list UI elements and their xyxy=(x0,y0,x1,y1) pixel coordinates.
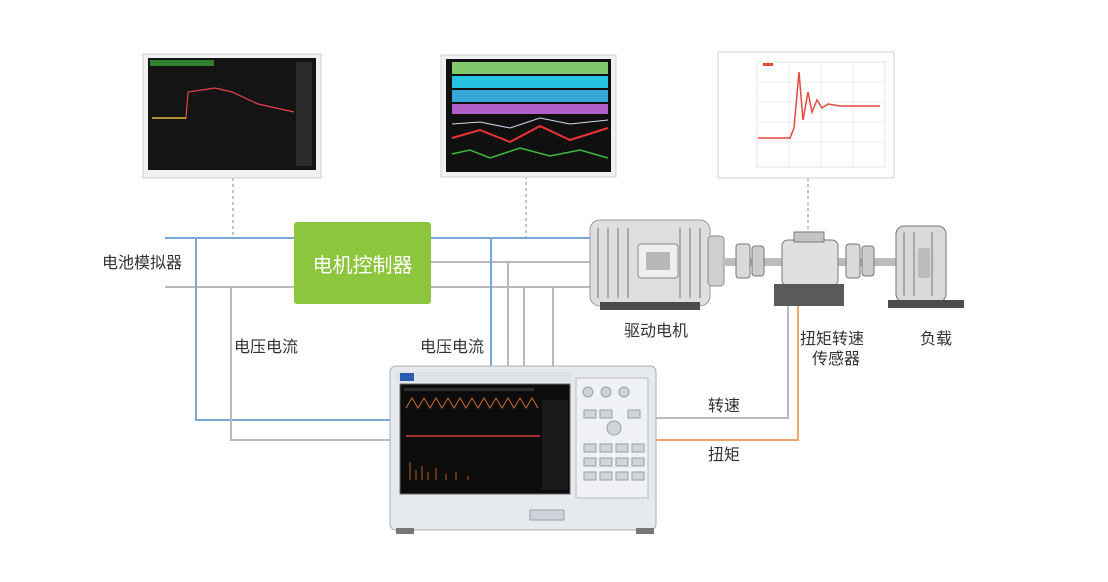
speed-label: 转速 xyxy=(708,396,741,415)
power-analyzer-icon xyxy=(389,365,657,534)
load-label: 负载 xyxy=(920,329,953,348)
wiring xyxy=(165,237,799,441)
gray-left-drop xyxy=(230,287,392,441)
motor-icon xyxy=(589,219,725,310)
torque-line xyxy=(650,300,799,441)
screen-left xyxy=(142,53,322,179)
load-motor-icon xyxy=(888,225,964,308)
voltage-current-left-label: 电压电流 xyxy=(234,337,299,356)
torque-speed-sensor-label-2: 传感器 xyxy=(812,349,861,368)
voltage-current-right-label: 电压电流 xyxy=(420,337,485,356)
motor-controller-box: 电机控制器 xyxy=(294,222,431,304)
screen-right xyxy=(717,51,895,179)
torque-label: 扭矩 xyxy=(708,445,741,464)
dashed-connectors xyxy=(232,176,809,238)
drive-motor-label: 驱动电机 xyxy=(624,321,689,340)
blue-left-drop xyxy=(195,238,392,421)
sensor-icon xyxy=(774,231,844,306)
battery-simulator-label: 电池模拟器 xyxy=(102,253,183,272)
screen-mid xyxy=(440,54,617,178)
speed-line xyxy=(650,300,789,419)
torque-speed-sensor-label-1: 扭矩转速 xyxy=(800,329,865,348)
